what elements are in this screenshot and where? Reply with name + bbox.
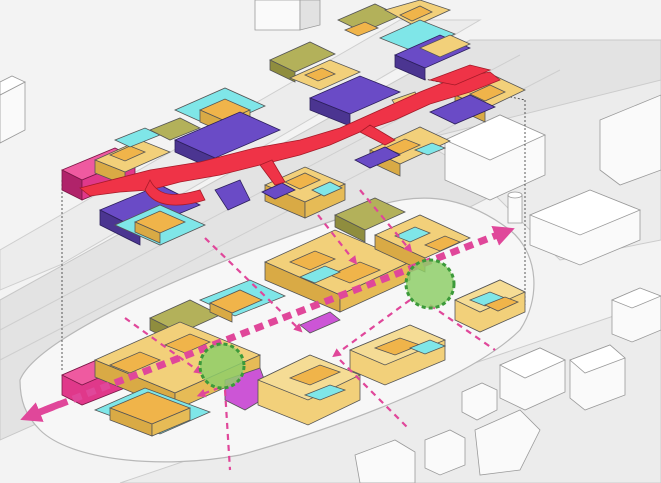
- ground-block-upper-right-yellow: [374, 214, 471, 273]
- elevated-level-blocks: [61, 0, 526, 246]
- flow-arrow-5: [332, 299, 411, 358]
- flow-arrow-6: [429, 304, 496, 351]
- upper-block-olive-left: [149, 117, 201, 141]
- upper-block-left-cyan-plaza: [114, 204, 206, 246]
- white-block-bottom-6: [424, 429, 466, 476]
- flow-arrow-1: [204, 237, 303, 333]
- activity-node-center: [198, 342, 246, 390]
- flow-arrow-3: [359, 189, 413, 253]
- white-block-right-1: [444, 114, 546, 201]
- white-block-bottom-4: [474, 409, 541, 476]
- flow-arrow-8: [339, 359, 411, 431]
- white-block-right-3: [599, 94, 661, 186]
- white-block-right-4: [610, 287, 661, 343]
- walkway-branch-right: [359, 124, 396, 146]
- walkway-loop-top: [428, 64, 492, 86]
- walkway-main-spine: [79, 71, 501, 197]
- ground-block-upper-yellow: [264, 229, 411, 313]
- upper-block-top-yellow-2: [383, 0, 452, 27]
- upper-block-top-yellow-1: [288, 59, 362, 91]
- upper-block-right-center-purple: [354, 146, 401, 169]
- upper-block-top-cyan: [378, 19, 457, 53]
- activity-node-right: [404, 258, 456, 310]
- white-block-bottom-2: [569, 344, 626, 411]
- ground-block-right-olive: [334, 197, 406, 243]
- white-block-top-left: [0, 75, 26, 144]
- white-block-top-center: [254, 0, 321, 31]
- ground-block-center-yellow: [257, 354, 361, 426]
- flow-arrow-9: [196, 378, 241, 398]
- activity-nodes: [198, 258, 456, 390]
- upper-block-top-olive-2: [337, 3, 401, 37]
- ground-block-bottom-left-cyan: [93, 387, 212, 437]
- upper-block-right-purple: [429, 94, 496, 125]
- white-block-right-2: [528, 189, 642, 266]
- upper-block-olive-top: [269, 41, 336, 83]
- upper-block-top-purple-1: [308, 75, 402, 127]
- flow-arrow-7: [223, 389, 232, 471]
- white-block-bottom-3: [461, 382, 498, 421]
- flow-arrow-4: [124, 317, 203, 375]
- flow-arrow-2: [317, 214, 358, 265]
- walkway-branch-center: [259, 159, 286, 186]
- walkway-branch-left-curve: [144, 179, 206, 206]
- ground-level-blocks: [61, 197, 526, 437]
- white-cylinder-tower: [507, 191, 523, 224]
- white-block-bottom-1: [499, 347, 566, 411]
- upper-block-top-yellow-3: [419, 34, 471, 58]
- ground-block-right-yellow-2: [454, 279, 526, 333]
- elevated-walkway: [79, 64, 501, 206]
- ground-block-left-cyan: [198, 279, 287, 323]
- white-block-bottom-5: [354, 439, 416, 483]
- ground-block-right-yellow-1: [348, 324, 447, 386]
- upper-block-center-purple-small: [214, 179, 296, 211]
- main-axis-arrow-back: [20, 400, 62, 422]
